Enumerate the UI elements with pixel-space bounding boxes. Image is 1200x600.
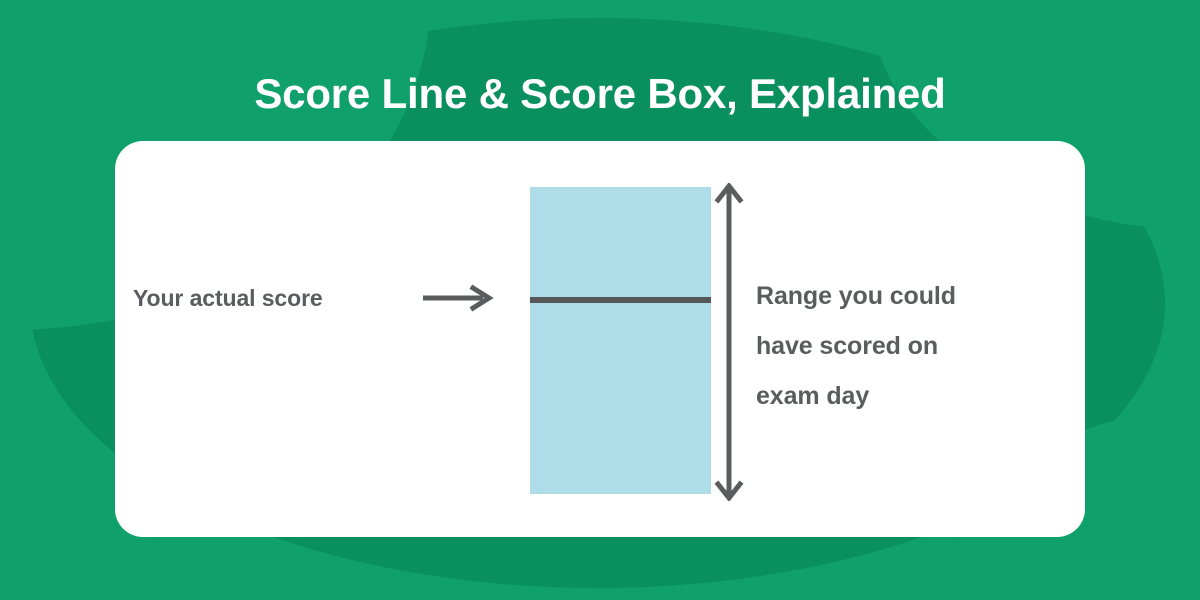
diagram-card: Your actual score Range you could have s… <box>115 141 1085 537</box>
double-arrow-vertical-icon <box>714 183 744 501</box>
score-range-label-line-3: exam day <box>756 382 870 410</box>
page-title: Score Line & Score Box, Explained <box>254 70 946 117</box>
score-range-label-line-1: Range you could <box>756 282 956 310</box>
score-range-label-line-2: have scored on <box>756 332 938 360</box>
score-line <box>530 297 711 303</box>
arrow-right-icon <box>423 284 494 312</box>
score-diagram: Your actual score Range you could have s… <box>115 141 1085 537</box>
score-box <box>530 187 711 494</box>
score-range-label: Range you could have scored on exam day <box>756 271 1056 421</box>
actual-score-label: Your actual score <box>133 285 323 311</box>
